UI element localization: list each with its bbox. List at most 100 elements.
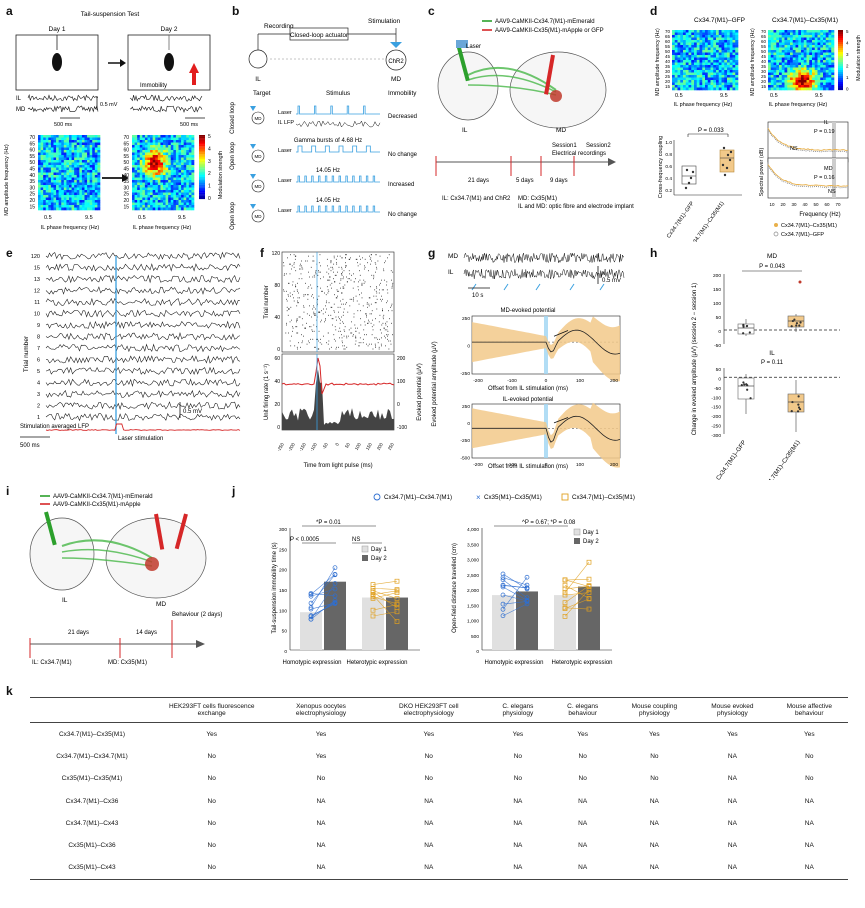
heatmap-cell [183, 140, 187, 143]
heatmap-cell [823, 67, 827, 71]
heatmap-cell [43, 155, 47, 158]
heatmap-cell [137, 175, 141, 178]
f-spike [375, 337, 377, 339]
heatmap-cell [768, 60, 772, 63]
colorbar-cell [838, 88, 843, 91]
heatmap-cell [696, 70, 700, 73]
heatmap-cell [188, 140, 192, 143]
f-spike [374, 343, 376, 345]
heatmap-cell [74, 157, 78, 161]
heatmap-cell [729, 50, 733, 53]
f-spike [392, 282, 394, 284]
heatmap-cell [173, 182, 177, 186]
f-spike [295, 270, 297, 272]
heatmap-cell [81, 152, 85, 156]
f-spike [364, 281, 366, 283]
f-spike [301, 342, 303, 344]
heatmap-cell [160, 152, 164, 156]
f-spike [345, 254, 346, 256]
heatmap-cell [831, 87, 835, 91]
heatmap-cell [716, 32, 720, 36]
f-spike [292, 327, 294, 329]
heatmap-cell [97, 200, 101, 203]
heatmap-cell [828, 57, 832, 61]
heatmap-cell [157, 175, 161, 178]
heatmap-cell [178, 137, 182, 141]
heatmap-cell [680, 85, 684, 88]
heatmap-cell [97, 185, 101, 188]
d-ytick: 45 [665, 54, 671, 59]
heatmap-cell [89, 140, 93, 143]
j-bar-day2 [516, 591, 538, 650]
heatmap-cell [56, 190, 59, 193]
f-spike [355, 335, 357, 337]
heatmap-cell [825, 30, 829, 33]
heatmap-cell [773, 52, 777, 56]
f-spike [313, 274, 315, 276]
f-spike [376, 286, 377, 288]
f-spike [291, 335, 292, 337]
heatmap-cell [784, 80, 788, 83]
heatmap-cell [729, 32, 733, 36]
heatmap-cell [71, 187, 75, 191]
heatmap-cell [792, 30, 796, 33]
heatmap-cell [63, 137, 67, 141]
d-box-ylabel: Cross-frequency coupling [658, 136, 664, 198]
h-point [795, 324, 798, 327]
heatmap-cell [716, 47, 720, 51]
colorbar-cell [838, 76, 843, 79]
heatmap-cell [97, 187, 101, 191]
k-cell: Yes [423, 730, 435, 738]
heatmap-cell [820, 75, 824, 78]
heatmap-cell [798, 82, 802, 86]
f-spike [295, 284, 296, 286]
heatmap-cell [680, 82, 684, 86]
heatmap-cell [713, 52, 717, 56]
heatmap-cell [150, 152, 153, 156]
heatmap-cell [74, 142, 78, 146]
heatmap-cell [45, 205, 49, 208]
f-spike [290, 345, 292, 347]
heatmap-cell [696, 75, 700, 78]
heatmap-cell [825, 50, 829, 53]
heatmap-cell [724, 85, 728, 88]
heatmap-cell [183, 190, 187, 193]
heatmap-cell [170, 172, 174, 176]
heatmap-cell [97, 202, 101, 206]
heatmap-cell [165, 180, 169, 183]
heatmap-cell [702, 75, 706, 78]
f-spike [345, 254, 347, 256]
heatmap-cell [94, 197, 98, 201]
heatmap-cell [66, 167, 70, 171]
f-spike [355, 295, 357, 297]
heatmap-cell [674, 87, 678, 91]
heatmap-cell [812, 57, 816, 61]
heatmap-cell [776, 77, 780, 81]
f-spike [290, 306, 292, 308]
heatmap-cell [61, 197, 65, 201]
f-spike [353, 334, 354, 336]
g-md: MD [448, 253, 458, 260]
j-bar-day2 [578, 586, 600, 650]
f-spike [384, 329, 386, 331]
heatmap-cell [178, 167, 182, 171]
heatmap-cell [63, 142, 67, 146]
heatmap-cell [784, 40, 788, 43]
heatmap-cell [50, 167, 54, 171]
heatmap-cell [71, 137, 75, 141]
heatmap-cell [48, 142, 52, 146]
heatmap-cell [142, 175, 146, 178]
heatmap-cell [63, 180, 67, 183]
j-point [562, 614, 568, 619]
colorbar-cell [838, 72, 843, 75]
j-point [394, 578, 400, 584]
f-spike [327, 265, 328, 267]
heatmap-cell [69, 152, 72, 156]
heatmap-cell [790, 37, 794, 41]
g-il: IL [448, 269, 454, 276]
heatmap-cell [672, 30, 676, 33]
heatmap-cell [168, 142, 172, 146]
f-spike [287, 314, 289, 316]
heatmap-cell [790, 55, 794, 58]
